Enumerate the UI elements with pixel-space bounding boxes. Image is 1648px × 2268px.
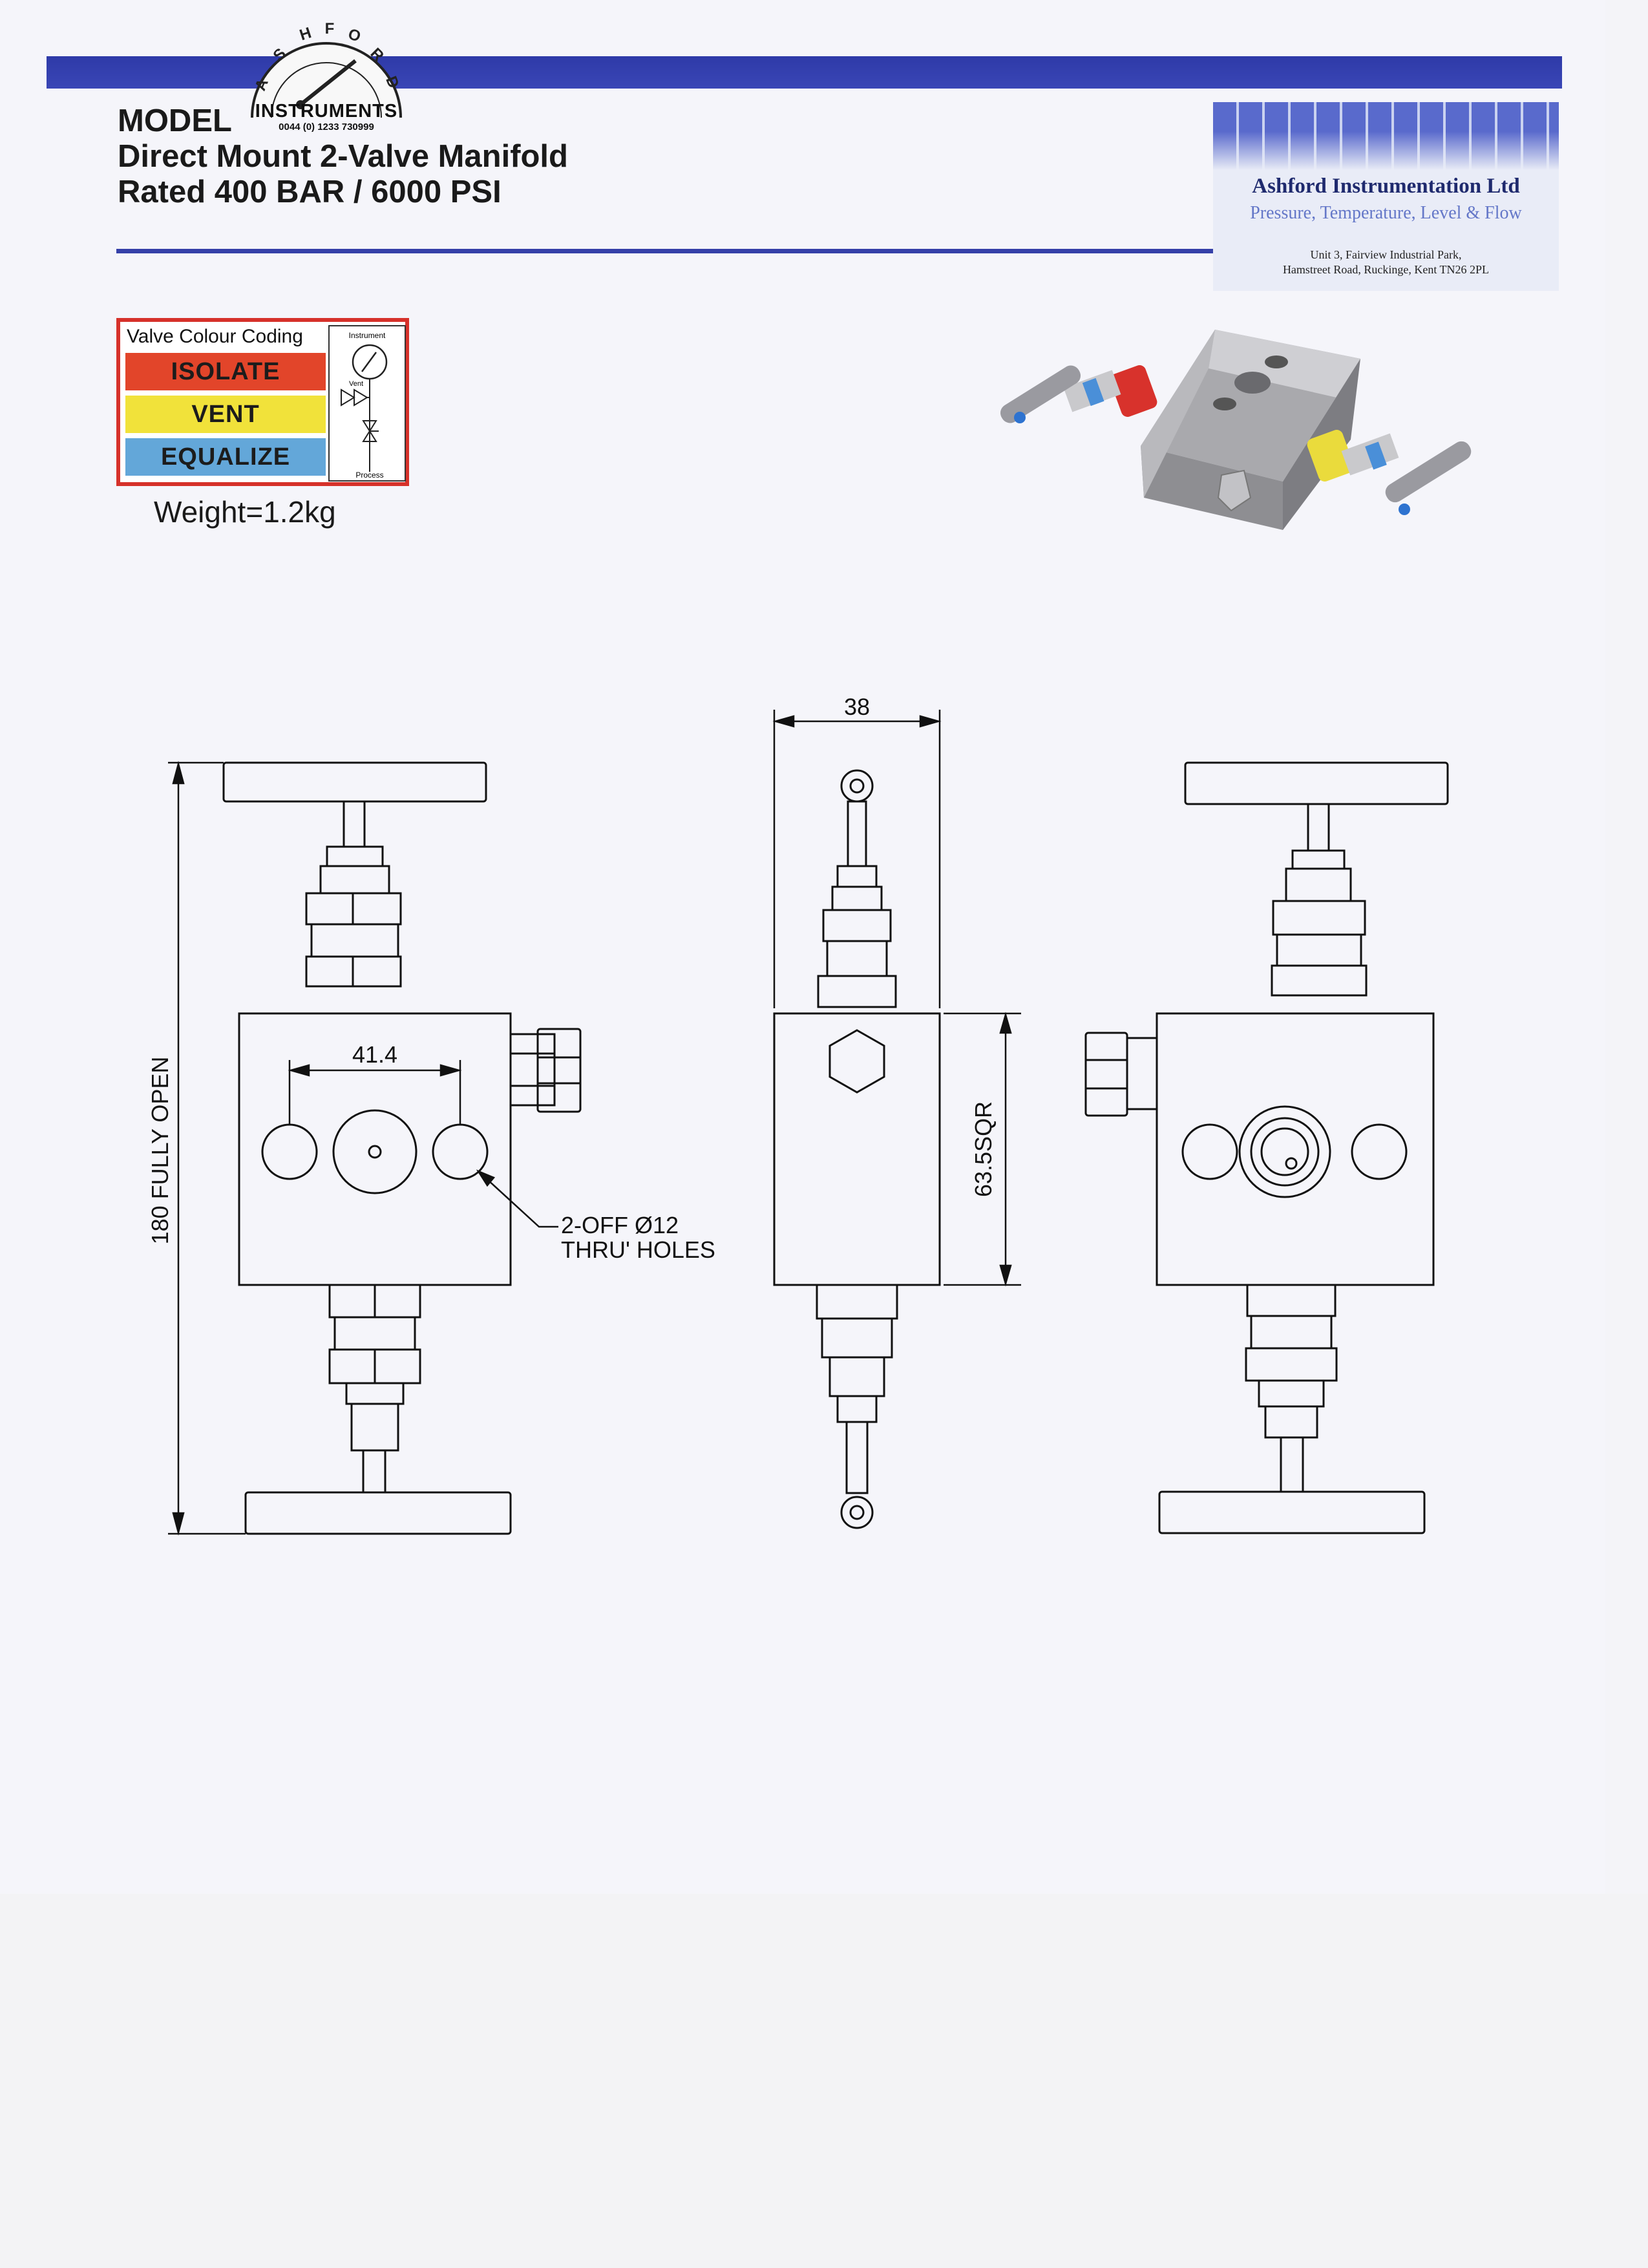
ashford-logo: A S H F O R D [251,20,403,118]
gauge-needle [299,59,357,107]
logo-wordmark: INSTRUMENTS 0044 (0) 1233 730999 [252,102,401,132]
company-tagline: Pressure, Temperature, Level & Flow [1250,203,1522,223]
company-banner [1213,102,1559,170]
model-label: MODEL [118,103,232,138]
schematic-top-label: Instrument [349,331,386,340]
product-rating: Rated 400 BAR / 6000 PSI [118,175,502,209]
legend-caption: Valve Colour Coding [127,326,303,347]
weight-label: Weight=1.2kg [154,495,336,529]
vent-valve-icon [341,388,355,407]
address-line: Hamstreet Road, Ruckinge, Kent TN26 2PL [1282,263,1490,276]
schematic-side-label: Vent [349,380,363,388]
product-name: Direct Mount 2-Valve Manifold [118,139,568,174]
header-rule [116,249,1215,253]
valve-colour-legend: Valve Colour Coding ISOLATE VENT EQUALIZ… [116,318,409,486]
company-address: Unit 3, Fairview Industrial Park, Hamstr… [1213,248,1559,277]
product-title: MODEL Direct Mount 2-Valve Manifold Rate… [118,103,568,210]
valve-schematic: Instrument Vent Process [328,325,406,482]
company-box: Ashford Instrumentation Ltd Pressure, Te… [1213,102,1559,291]
legend-isolate: ISOLATE [125,353,326,390]
legend-vent: VENT [125,396,326,433]
logo-letter: O [346,25,363,45]
logo-name: INSTRUMENTS [255,101,398,122]
logo-letter: H [297,24,313,44]
schematic-bottom-label: Process [355,471,383,480]
address-line: Unit 3, Fairview Industrial Park, [1310,248,1462,261]
legend-equalize: EQUALIZE [125,438,326,476]
logo-phone: 0044 (0) 1233 730999 [279,122,374,132]
scan-margin [0,1894,1648,2268]
logo-letter: F [325,20,335,37]
company-name: Ashford Instrumentation Ltd [1252,175,1520,198]
isolate-valve-icon [362,420,377,432]
